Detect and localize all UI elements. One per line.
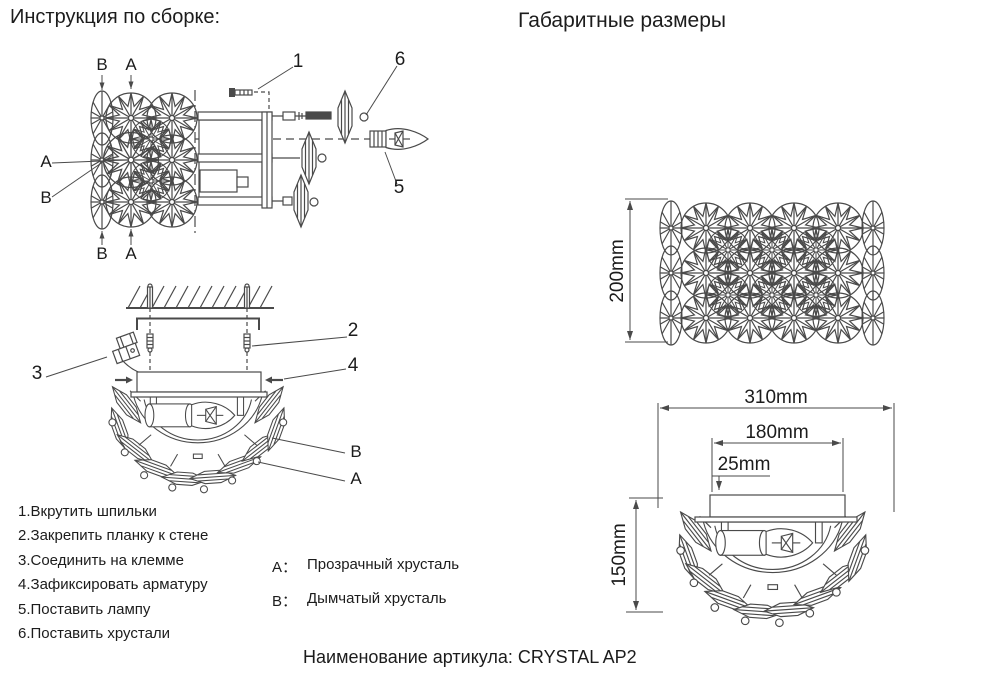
crystal-bowl-front [674,508,872,627]
terminal-clamp [111,331,141,365]
crystal-label-top-a: A [125,55,137,74]
legend-item-b: B： Дымчатый хрусталь [272,590,446,611]
crystal-label-mount-b: B [350,442,362,461]
assembly-step: 3.Соединить на клемме [18,551,184,569]
fixing-arrows [115,376,283,384]
dim-label-plate-width: 180mm [745,422,809,443]
crystal-label-left-b: B [40,188,52,207]
legend-label-b: Дымчатый хрусталь [307,590,447,607]
threaded-rod-mid [272,131,327,185]
exploded-view-drawing [51,65,429,245]
fixture-dimension-drawing [626,403,895,627]
assembly-step: 4.Зафиксировать арматуру [18,576,208,594]
crystal-bowl [106,383,290,493]
threaded-rod-bottom [272,174,319,228]
assembly-step: 5.Поставить лампу [18,600,151,618]
crystal-label-bottom-a: A [125,244,137,263]
article-name: Наименование артикула: CRYSTAL AP2 [303,647,637,667]
crystal-label-top-b: B [96,55,108,74]
assembly-step: 1.Вкрутить шпильки [18,503,157,520]
fixture-flange [130,391,268,398]
fixture-plate [136,371,262,393]
fixture-plate-front [709,494,846,518]
part-callout-3: 3 [31,363,43,384]
part-callout-6: 6 [394,49,406,70]
legend-key-a: A： [272,559,298,576]
mounting-strip [136,317,260,330]
dim-label-overall-width: 310mm [744,387,808,408]
threaded-rod-top [272,90,369,144]
assembly-steps: 1.Вкрутить шпильки 2.Закрепить планку к … [18,500,208,646]
crystal-label-bottom-b: B [96,244,108,263]
legend-key-b: B： [272,593,298,610]
page-title-dimensions: Габаритные размеры [518,9,726,32]
screw-part-1 [229,88,270,110]
part-callout-4: 4 [347,355,359,376]
dim-label-body-height: 150mm [609,523,630,587]
dim-label-panel-height: 200mm [607,239,628,303]
panel-dimension-drawing [625,198,885,346]
part-callout-5: 5 [393,177,405,198]
assembly-step: 2.Закрепить планку к стене [18,527,209,545]
crystal-label-left-a: A [40,152,52,171]
candle-bulb [369,128,429,150]
crystal-flower-panel [90,90,198,230]
part-callout-2: 2 [347,320,359,341]
page-title-assembly: Инструкция по сборке: [10,6,221,28]
stud-right [243,333,251,353]
legend-label-a: Прозрачный хрусталь [307,556,460,573]
legend-item-a: A： Прозрачный хрусталь [272,556,459,577]
crystal-flower-panel-front [659,200,885,346]
stud-left [146,333,154,353]
part-callout-1: 1 [292,51,304,72]
wall-anchor-right [243,283,251,309]
wall-anchor-left [146,283,154,309]
crystal-label-mount-a: A [350,469,362,488]
wall-mount-drawing [45,283,348,493]
mounting-bracket [197,111,273,209]
assembly-step: 6.Поставить хрустали [18,625,171,643]
fixture-flange-front [694,516,858,523]
dim-label-plate-depth: 25mm [717,454,771,475]
